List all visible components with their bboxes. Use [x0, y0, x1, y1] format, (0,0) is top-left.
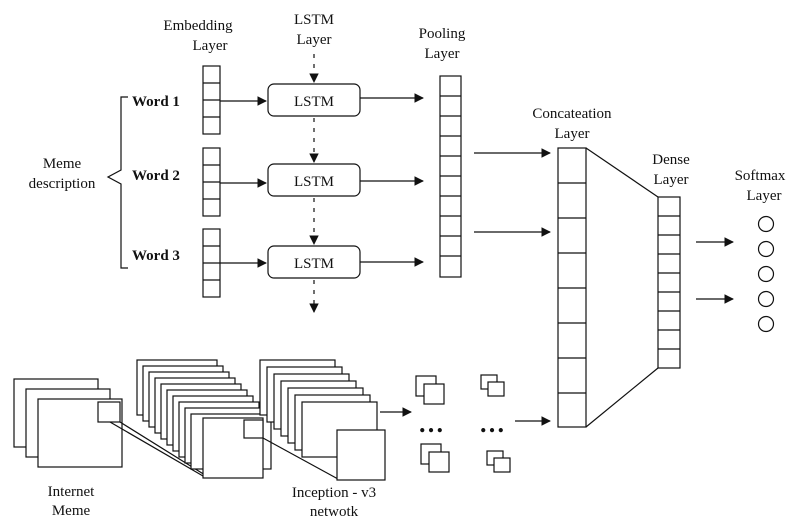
embedding-vector-3 — [202, 228, 221, 298]
ellipsis-2: … — [479, 409, 505, 438]
word-3-label: Word 3 — [132, 248, 180, 264]
embedding-vector-1 — [202, 65, 221, 135]
softmax-layer-label-2: Layer — [747, 188, 782, 204]
ellipsis-1: … — [418, 409, 444, 438]
lstm-layer-label-2: Layer — [297, 32, 332, 48]
feature-map-1 — [415, 375, 445, 405]
conv-stack-2 — [259, 359, 386, 481]
feature-map-2 — [480, 374, 505, 397]
word-1-label: Word 1 — [132, 94, 180, 110]
dense-layer-label-1: Dense — [652, 152, 690, 168]
pooling-layer-label-2: Layer — [425, 46, 460, 62]
feature-map-4 — [486, 450, 511, 473]
word-brace — [106, 96, 128, 269]
lstm-cell-1 — [267, 83, 361, 117]
dense-layer-label-2: Layer — [654, 172, 689, 188]
pooling-vector — [439, 75, 462, 278]
embedding-layer-label-1: Embedding — [163, 18, 233, 34]
pooling-layer-label-1: Pooling — [419, 26, 466, 42]
inception-label-2: netwotk — [310, 504, 359, 520]
internet-meme-label-1: Internet — [48, 484, 95, 500]
embedding-layer-label-2: Layer — [193, 38, 228, 54]
concat-dense-top-connector — [585, 147, 659, 198]
internet-meme-stack — [13, 378, 123, 468]
meme-to-conv1-line-bottom — [109, 421, 204, 477]
lstm-cell-3-label: LSTM — [294, 256, 334, 272]
concatenation-vector — [557, 147, 587, 428]
meme-description-label-2: description — [29, 176, 96, 192]
concat-layer-label-1: Concateation — [532, 106, 612, 122]
dense-vector — [657, 196, 681, 369]
lstm-cell-2-label: LSTM — [294, 174, 334, 190]
conv1-to-conv2-line — [262, 437, 339, 480]
feature-map-3 — [420, 443, 450, 473]
softmax-layer-label-1: Softmax — [735, 168, 786, 184]
softmax-nodes — [757, 215, 775, 333]
inception-label-1: Inception - v3 — [292, 485, 376, 501]
concat-dense-bottom-connector — [585, 367, 659, 428]
meme-description-label-1: Meme — [43, 156, 82, 172]
lstm-cell-1-label: LSTM — [294, 94, 334, 110]
embedding-vector-2 — [202, 147, 221, 217]
word-2-label: Word 2 — [132, 168, 180, 184]
lstm-layer-label-1: LSTM — [294, 12, 334, 28]
conv-stack-1 — [136, 359, 272, 479]
internet-meme-label-2: Meme — [52, 503, 91, 519]
lstm-cell-2 — [267, 163, 361, 197]
concat-layer-label-2: Layer — [555, 126, 590, 142]
